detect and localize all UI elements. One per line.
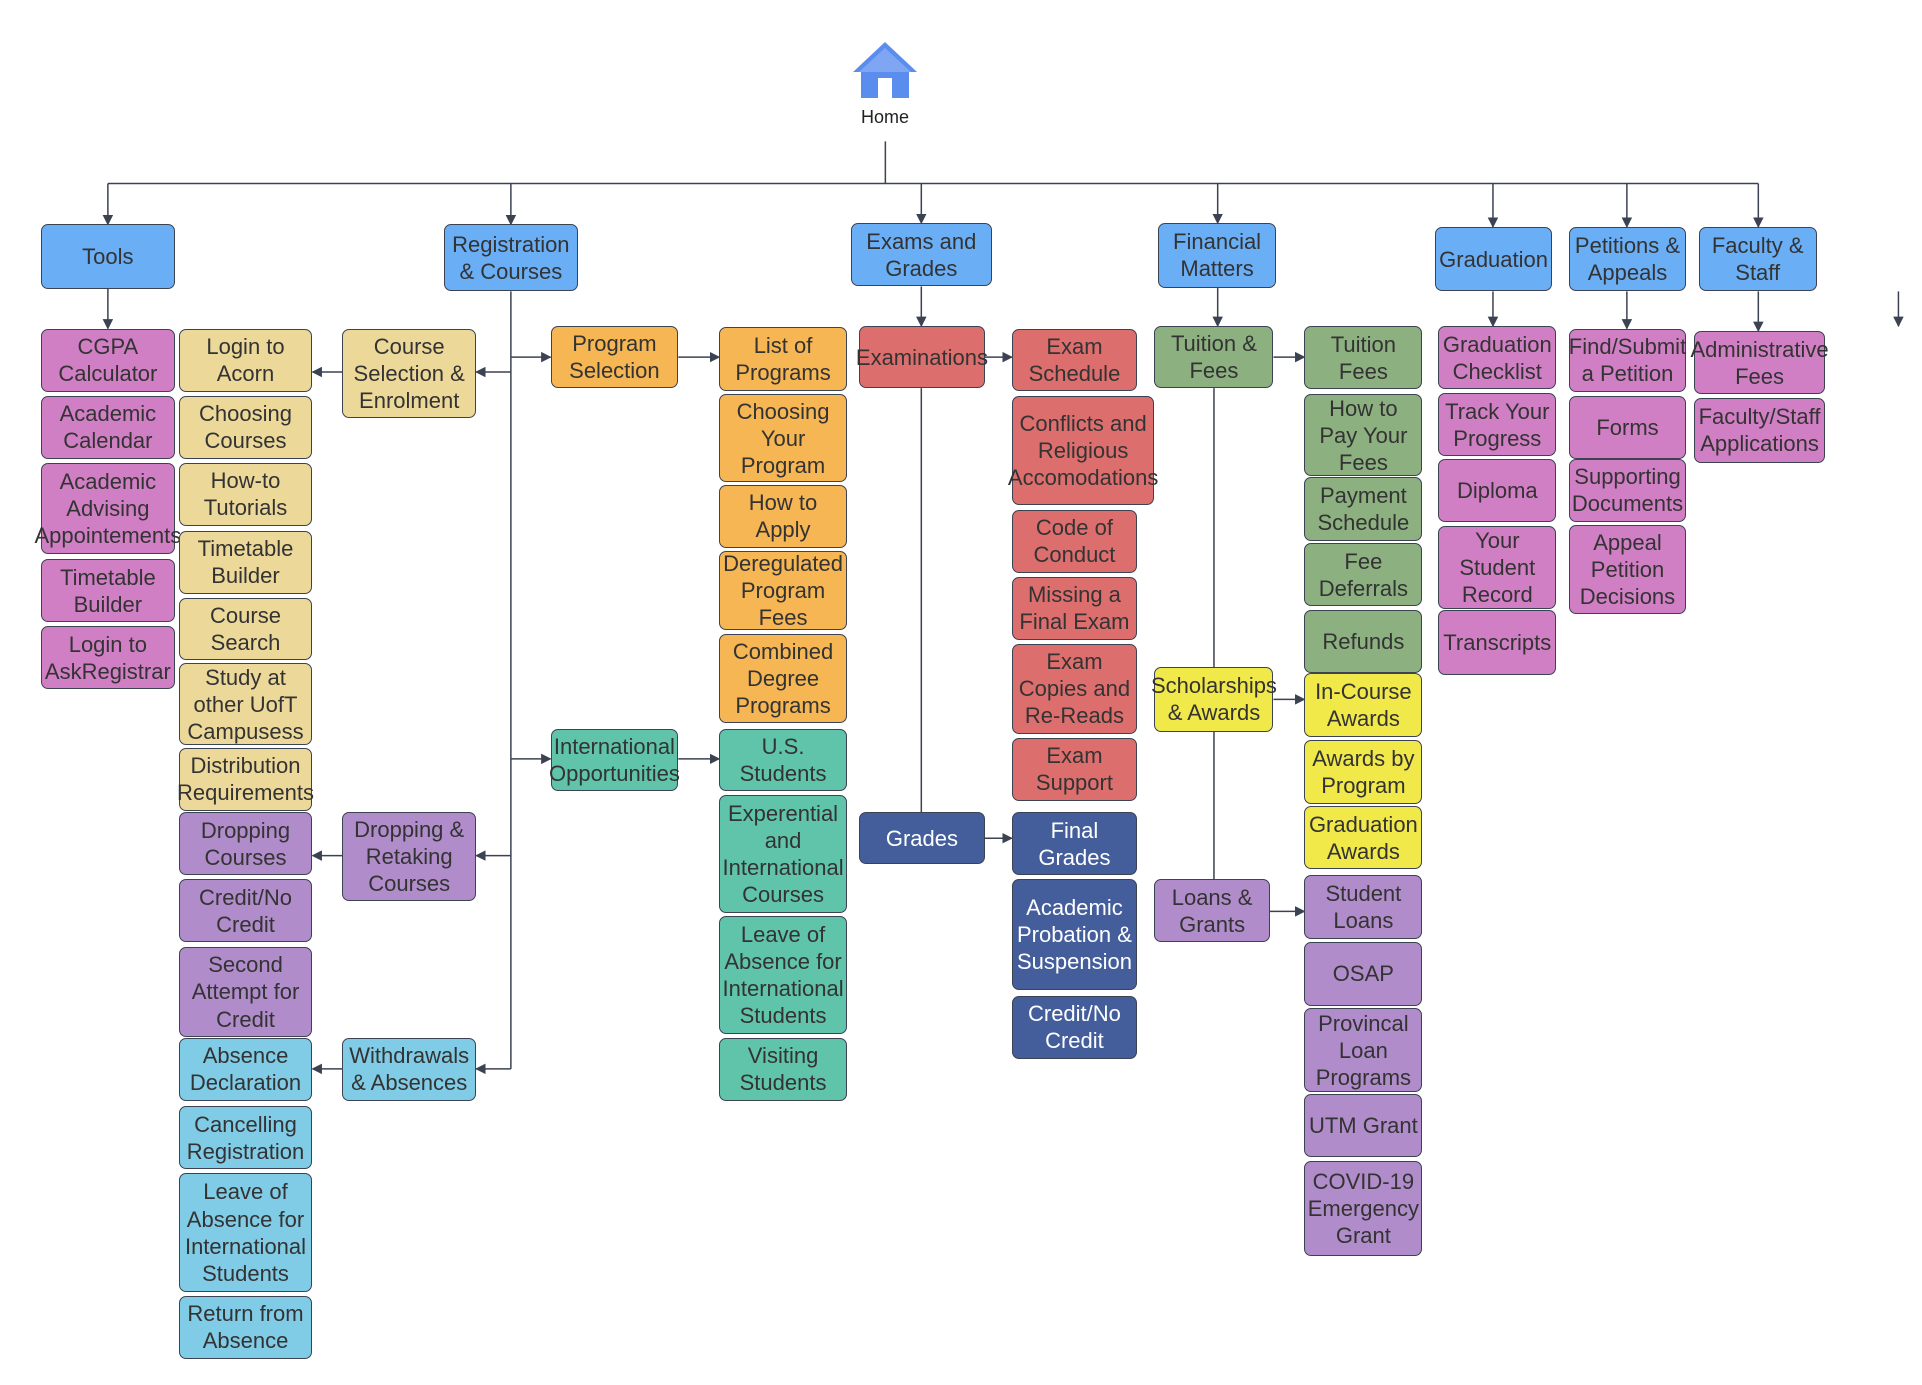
home-label: Home [860,107,909,127]
section-financial-matters[interactable]: Financial Matters [1158,223,1276,288]
examinations-item[interactable]: Exam Copies and Re-Reads [1011,643,1138,735]
examinations-item[interactable]: Exam Support [1011,737,1138,802]
course-selection-item[interactable]: Course Search [178,597,313,660]
graduation-item[interactable]: Track Your Progress [1438,393,1557,457]
program-item[interactable]: List of Programs [719,327,847,391]
course-selection-item[interactable]: Choosing Courses [178,395,313,459]
loans-item[interactable]: OSAP [1304,942,1423,1006]
grades[interactable]: Grades [859,812,985,865]
loans-item[interactable]: Provincal Loan Programs [1304,1008,1423,1093]
petitions-item[interactable]: Supporting Documents [1568,458,1687,523]
course-selection-item[interactable]: Timetable Builder [178,530,313,594]
tools-item[interactable]: Academic Calendar [40,395,175,459]
petitions-item[interactable]: Find/Submit a Petition [1568,328,1687,392]
scholarships-item[interactable]: Graduation Awards [1304,806,1423,870]
graduation-item[interactable]: Diploma [1438,458,1557,523]
section-graduation[interactable]: Graduation [1434,226,1553,292]
international-item[interactable]: U.S. Students [719,729,847,792]
grades-item[interactable]: Credit/No Credit [1011,995,1138,1059]
graduation-item[interactable]: Transcripts [1438,610,1557,675]
petitions-item[interactable]: Forms [1568,395,1687,459]
tools-item[interactable]: Academic Advising Appointements [34,462,181,555]
program-item[interactable]: Choosing Your Program [719,394,847,483]
loans-item[interactable]: UTM Grant [1304,1093,1423,1157]
faculty-item[interactable]: Administrative Fees [1690,331,1829,395]
faculty-item[interactable]: Faculty/Staff Applications [1693,398,1826,463]
withdrawals-absences[interactable]: Withdrawals & Absences [342,1037,477,1102]
tools-item[interactable]: CGPA Calculator [40,328,175,392]
examinations-item[interactable]: Code of Conduct [1011,509,1138,573]
examinations-item[interactable]: Exam Schedule [1011,328,1138,391]
section-faculty-staff[interactable]: Faculty & Staff [1698,226,1817,292]
withdrawals-item[interactable]: Absence Declaration [178,1037,313,1102]
course-selection-item[interactable]: Login to Acorn [178,328,313,392]
course-selection-enrolment[interactable]: Course Selection & Enrolment [342,328,477,418]
section-exams-grades[interactable]: Exams and Grades [850,223,992,287]
section-registration-courses[interactable]: Registration & Courses [443,224,578,292]
home-node: Home [845,40,925,128]
examinations-item[interactable]: Conflicts and Religious Accomodations [1008,395,1158,505]
graduation-item[interactable]: Graduation Checklist [1438,326,1557,390]
international-item[interactable]: Experential and International Courses [719,794,847,913]
dropping-item[interactable]: Dropping Courses [178,812,313,876]
graduation-item[interactable]: Your Student Record [1438,525,1557,609]
scholarships-item[interactable]: In-Course Awards [1304,673,1423,737]
grades-item[interactable]: Final Grades [1011,812,1138,876]
program-item[interactable]: Deregulated Program Fees [719,550,847,630]
petitions-item[interactable]: Appeal Petition Decisions [1568,524,1687,614]
tuition-item[interactable]: Refunds [1304,610,1423,674]
dropping-item[interactable]: Credit/No Credit [178,879,313,943]
withdrawals-item[interactable]: Return from Absence [178,1295,313,1360]
grades-item[interactable]: Academic Probation & Suspension [1011,879,1138,990]
loans-item[interactable]: Student Loans [1304,875,1423,939]
tools-item[interactable]: Login to AskRegistrar [40,626,175,690]
program-item[interactable]: Combined Degree Programs [719,633,847,723]
withdrawals-item[interactable]: Cancelling Registration [178,1106,313,1170]
tools-item[interactable]: Timetable Builder [40,559,175,623]
program-selection[interactable]: Program Selection [550,326,679,389]
program-item[interactable]: How to Apply [719,484,847,549]
international-item[interactable]: Leave of Absence for International Stude… [719,916,847,1035]
examinations[interactable]: Examinations [856,326,988,389]
loans-item[interactable]: COVID-19 Emergency Grant [1304,1160,1423,1257]
section-tools[interactable]: Tools [40,224,175,289]
loans-grants[interactable]: Loans & Grants [1154,879,1270,943]
international-item[interactable]: Visiting Students [719,1037,847,1102]
withdrawals-item[interactable]: Leave of Absence for International Stude… [178,1173,313,1293]
dropping-retaking-courses[interactable]: Dropping & Retaking Courses [342,812,477,902]
tuition-item[interactable]: Tuition Fees [1304,326,1423,390]
dropping-item[interactable]: Second Attempt for Credit [178,947,313,1037]
tuition-item[interactable]: Payment Schedule [1304,477,1423,541]
tuition-item[interactable]: How to Pay Your Fees [1304,394,1423,477]
section-petitions-appeals[interactable]: Petitions & Appeals [1568,226,1687,292]
international-opportunities[interactable]: International Opportunities [549,729,680,792]
course-selection-item[interactable]: How-to Tutorials [178,462,313,526]
examinations-item[interactable]: Missing a Final Exam [1011,576,1138,640]
scholarships-item[interactable]: Awards by Program [1304,740,1423,804]
tuition-item[interactable]: Fee Deferrals [1304,543,1423,607]
tuition-fees[interactable]: Tuition & Fees [1154,326,1274,389]
scholarships-awards[interactable]: Scholarships & Awards [1151,667,1277,732]
course-selection-item[interactable]: Distribution Requirements [177,747,314,811]
course-selection-item[interactable]: Study at other UofT Campusess [178,663,313,746]
house-icon [853,42,917,98]
